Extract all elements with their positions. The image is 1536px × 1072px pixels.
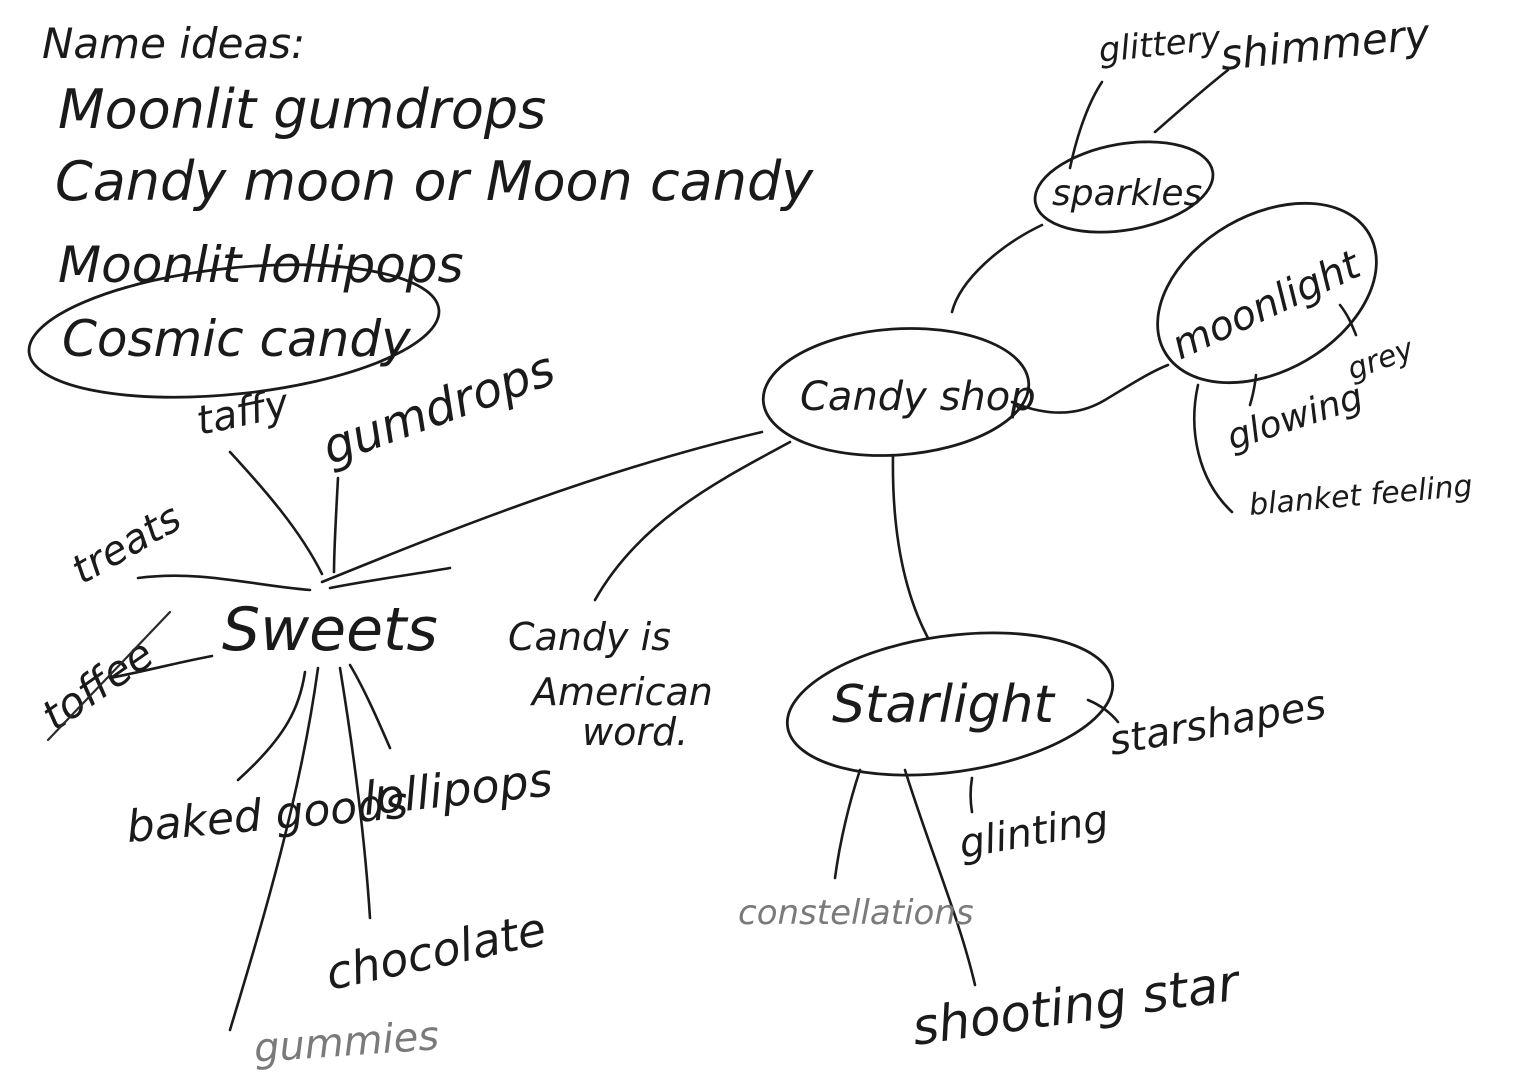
candy-shop-oval xyxy=(761,327,1031,457)
chocolate-label: chocolate xyxy=(321,902,551,1001)
line-sparkles-glittery xyxy=(1068,80,1104,170)
name-ideas-list: Name ideas: Moonlit gumdrops Candy moon … xyxy=(27,19,814,399)
connector-lines xyxy=(108,68,1358,1032)
line-sweets-gummies xyxy=(228,666,320,1032)
note-line-3: word. xyxy=(582,710,688,754)
line-sweets-candyshop xyxy=(320,430,764,584)
line-starlight-shootingstar xyxy=(903,768,977,987)
line-sweets-toffee xyxy=(108,654,214,680)
sparkles-oval xyxy=(1033,140,1215,234)
line-starlight-glinting xyxy=(969,776,974,814)
starlight-label: Starlight xyxy=(832,675,1056,735)
line-sweets-taffy xyxy=(228,450,324,576)
line-candyshop-starlight xyxy=(891,453,930,640)
sweets-node: Sweets taffy gumdrops treats toffee bake… xyxy=(33,341,563,1072)
line-candyshop-moonlight xyxy=(1010,363,1170,414)
starlight-node: Starlight starshapes glinting constellat… xyxy=(738,631,1330,1057)
glinting-label: glinting xyxy=(956,796,1112,867)
toffee-label: toffee xyxy=(33,629,163,740)
name-ideas-title: Name ideas: xyxy=(42,19,305,68)
taffy-label: taffy xyxy=(193,380,295,445)
moonlight-oval xyxy=(1156,201,1378,385)
starlight-oval xyxy=(785,631,1115,777)
moonlight-title: moonlight xyxy=(1165,241,1369,369)
glowing-label: glowing xyxy=(1222,376,1368,458)
lollipops-label: lollipops xyxy=(361,752,555,826)
treats-label: treats xyxy=(64,495,189,594)
line-sweets-bakedgoods xyxy=(236,670,307,782)
line-sparkles-shimmery xyxy=(1153,68,1230,134)
blanket-feeling-label: blanket feeling xyxy=(1248,469,1474,523)
line-sweets-chocolate xyxy=(338,666,372,920)
line-candyshop-note xyxy=(593,440,792,602)
sparkles-label: sparkles xyxy=(1052,173,1202,214)
line-sweets-lollipops xyxy=(348,663,392,750)
candy-shop-label: Candy shop xyxy=(800,374,1036,420)
glittery-label: glittery xyxy=(1097,18,1224,71)
constellations-label: constellations xyxy=(738,893,974,933)
line-candyshop-sparkles xyxy=(950,223,1044,314)
note-line-1: Candy is xyxy=(508,615,671,659)
candy-note: Candy is American word. xyxy=(508,615,713,754)
moonlight-node: moonlight glowing grey blanket feeling xyxy=(1156,201,1474,523)
candy-shop-node: Candy shop xyxy=(761,327,1036,457)
line-starlight-constellations xyxy=(833,768,862,880)
line-moonlight-blanket xyxy=(1193,383,1234,514)
sparkles-node: sparkles glittery shimmery xyxy=(1033,9,1433,234)
grey-label: grey xyxy=(1343,331,1420,387)
line-moonlight-glowing xyxy=(1248,373,1258,407)
name-idea-4: Cosmic candy xyxy=(62,310,412,368)
cosmic-candy-circle xyxy=(27,263,441,399)
line-sweets-gumdrops xyxy=(332,476,340,574)
shooting-star-label: shooting star xyxy=(909,953,1246,1057)
starshapes-label: starshapes xyxy=(1106,682,1330,765)
line-sweets-extra xyxy=(328,566,452,590)
note-line-2: American xyxy=(529,670,713,714)
name-idea-2: Candy moon or Moon candy xyxy=(55,150,814,213)
toffee-strikethrough xyxy=(46,610,172,742)
shimmery-label: shimmery xyxy=(1218,9,1433,80)
line-sweets-treats xyxy=(136,574,312,592)
sweets-label: Sweets xyxy=(222,595,438,665)
name-idea-1: Moonlit gumdrops xyxy=(58,78,546,141)
gummies-label: gummies xyxy=(252,1013,440,1072)
line-moonlight-grey xyxy=(1338,303,1358,337)
